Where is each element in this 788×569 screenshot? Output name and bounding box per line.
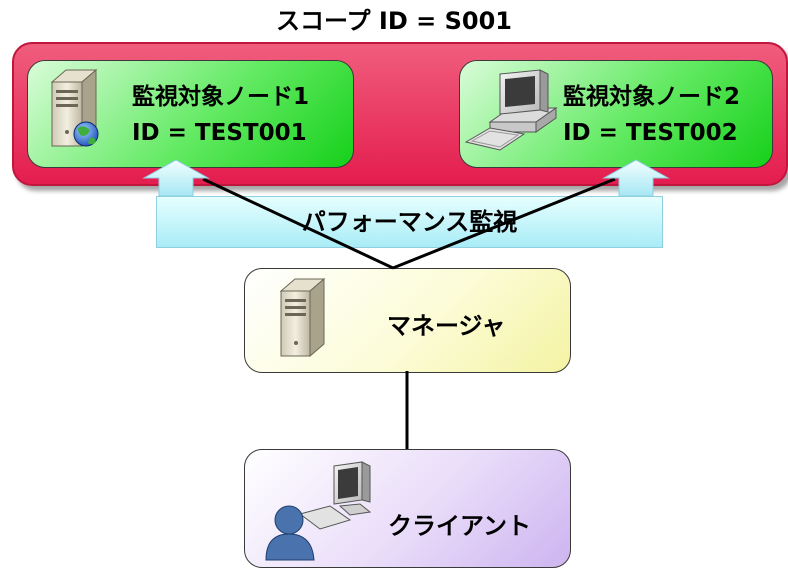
- user-computer-icon: [265, 461, 372, 561]
- manager-label: マネージャ: [387, 312, 506, 340]
- node-1-id: ID = TEST001: [132, 120, 307, 146]
- node-2-name: 監視対象ノード2: [563, 84, 741, 110]
- node-2-id: ID = TEST002: [563, 120, 738, 146]
- client-label: クライアント: [388, 512, 532, 540]
- up-arrow-left: [142, 159, 210, 197]
- scope-title: スコープ ID = S001: [276, 7, 512, 35]
- up-arrow-right: [602, 159, 670, 197]
- server-icon: [279, 277, 326, 358]
- desktop-computer-icon: [464, 69, 558, 151]
- server-globe-icon: [50, 68, 99, 148]
- connection-lines: [202, 177, 616, 449]
- node-1-name: 監視対象ノード1: [132, 84, 310, 110]
- performance-monitoring-band: パフォーマンス監視: [156, 196, 663, 248]
- monitored-node-1: 監視対象ノード1 ID = TEST001: [27, 60, 354, 168]
